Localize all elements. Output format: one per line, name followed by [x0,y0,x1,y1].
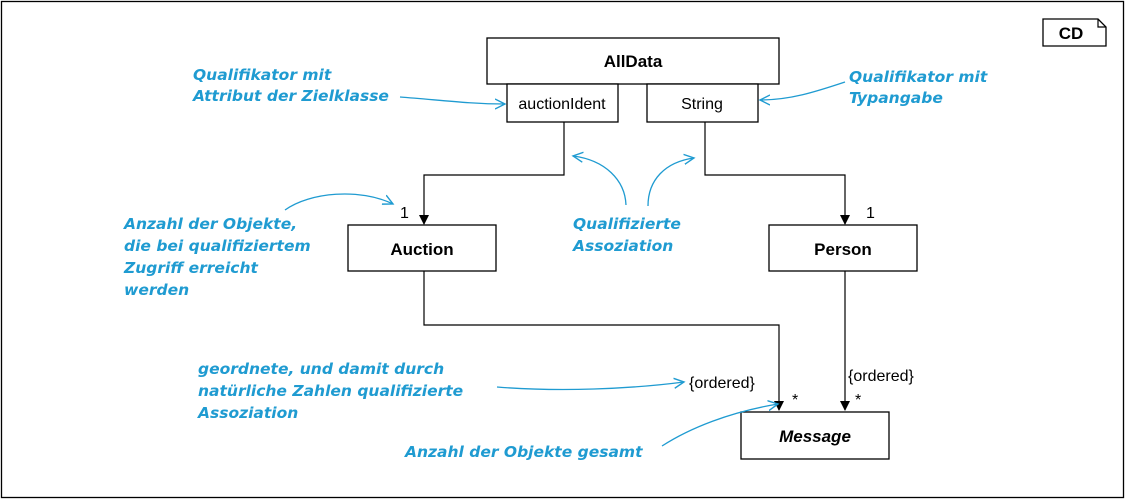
note-qualified-count: Anzahl der Objekte, die bei qualifiziert… [123,215,316,299]
note-ordered-association-line: geordnete, und damit durch [198,360,444,378]
note-qualifier-attribute-line: Attribut der Zielklasse [192,87,389,105]
multiplicity-person: 1 [866,205,875,222]
note-qualified-association-line: Qualifizierte [573,215,681,233]
connector-qualifier-attribute [399,96,505,104]
note-qualified-count-line: die bei qualifiziertem [124,237,311,255]
diagram-tag-label: CD [1059,24,1084,43]
note-ordered-association-line: natürliche Zahlen qualifizierte [198,382,463,400]
class-auction-label: Auction [390,240,453,259]
note-total-count-line: Anzahl der Objekte gesamt [404,443,643,461]
connector-ordered-association [496,382,684,391]
note-ordered-association: geordnete, und damit durch natürliche Za… [197,360,469,422]
qualifier-string-label: String [681,96,723,113]
association-auction-message [423,271,784,411]
note-qualifier-attribute-line: Qualifikator mit [193,66,332,84]
connector-qualified-count [284,193,393,211]
constraint-ordered-right: {ordered} [848,368,914,385]
note-ordered-association-line: Assoziation [197,404,298,422]
note-qualified-count-line: Anzahl der Objekte, [123,215,297,233]
qualifier-auction-ident-label: auctionIdent [518,96,606,113]
association-alldata-person [704,122,850,225]
qualifier-string: String [646,83,759,123]
connector-qualifier-type [760,81,846,100]
note-qualifier-type: Qualifikator mit Typangabe [849,68,993,107]
note-qualifier-attribute: Qualifikator mit Attribut der Zielklasse [192,66,389,105]
diagram-tag: CD [1042,18,1107,47]
note-total-count: Anzahl der Objekte gesamt [404,443,643,461]
class-message-label: Message [779,427,851,446]
class-message: Message [740,411,890,460]
connector-qualified-association-right [647,158,694,207]
association-alldata-auction [419,122,565,225]
class-person-label: Person [814,240,872,259]
note-qualifier-type-line: Typangabe [849,89,943,107]
class-alldata: AllData [486,37,780,85]
note-qualified-association-line: Assoziation [572,237,673,255]
note-qualifier-type-line: Qualifikator mit [849,68,988,86]
multiplicity-auction: 1 [400,205,409,222]
note-qualified-count-line: werden [124,281,189,299]
connector-total-count [661,404,778,447]
multiplicity-message-left: * [792,392,798,409]
constraint-ordered-left: {ordered} [689,375,755,392]
class-auction: Auction [347,224,497,272]
connector-qualified-association-left [573,156,627,206]
note-qualified-association: Qualifizierte Assoziation [572,215,686,255]
note-qualified-count-line: Zugriff erreicht [123,259,258,277]
class-person: Person [768,224,918,272]
qualifier-auction-ident: auctionIdent [506,83,619,123]
class-alldata-label: AllData [604,52,663,71]
multiplicity-message-right: * [855,392,861,409]
